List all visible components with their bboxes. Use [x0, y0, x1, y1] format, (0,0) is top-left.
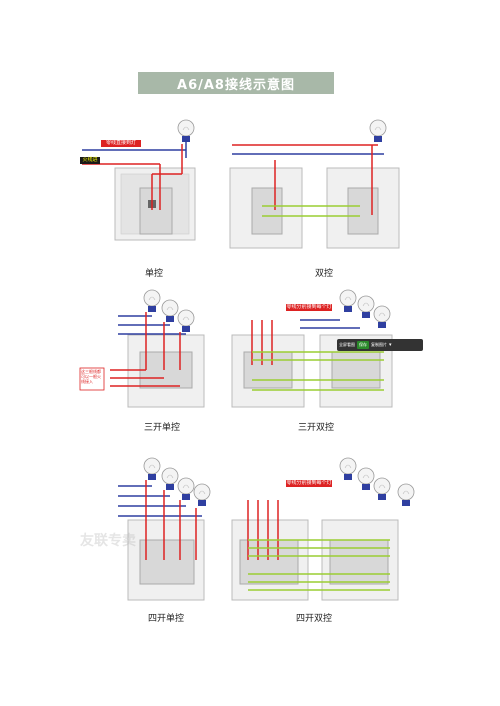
label-neutral-split-2: 零线分别接到每个灯 [286, 480, 332, 486]
label-neutral-split-1: 零线分别接到每个灯 [286, 304, 332, 310]
watermark: 友联专卖 [80, 533, 136, 549]
four-gang-double-diagram [231, 457, 415, 601]
four-gang-single-diagram [118, 457, 211, 601]
caption-three-single: 三开单控 [143, 423, 180, 433]
label-live-in: 火线进 [82, 157, 98, 163]
caption-three-double: 三开双控 [297, 423, 334, 433]
caption-double: 双控 [314, 269, 333, 279]
caption-four-double: 四开双控 [295, 614, 332, 624]
three-gang-single-diagram [79, 289, 205, 408]
label-fire-note: 这三根线都可以一根火线接入 [81, 369, 101, 384]
label-neutral-direct: 零线直接到灯 [105, 140, 136, 146]
double-control-diagram [229, 119, 400, 249]
caption-single: 单控 [144, 269, 163, 279]
caption-four-single: 四开单控 [147, 614, 184, 624]
save-image-button[interactable]: 保存 [357, 341, 369, 349]
chevron-down-icon[interactable]: ▾ [389, 342, 392, 348]
diagram-title: A6/A8接线示意图 [138, 72, 334, 94]
image-context-popup: 全屏看图 保存 复制图片 ▾ [337, 339, 423, 351]
fullscreen-view-button[interactable]: 全屏看图 [339, 342, 355, 347]
single-control-diagram [80, 119, 196, 241]
copy-image-button[interactable]: 复制图片 [371, 342, 387, 347]
